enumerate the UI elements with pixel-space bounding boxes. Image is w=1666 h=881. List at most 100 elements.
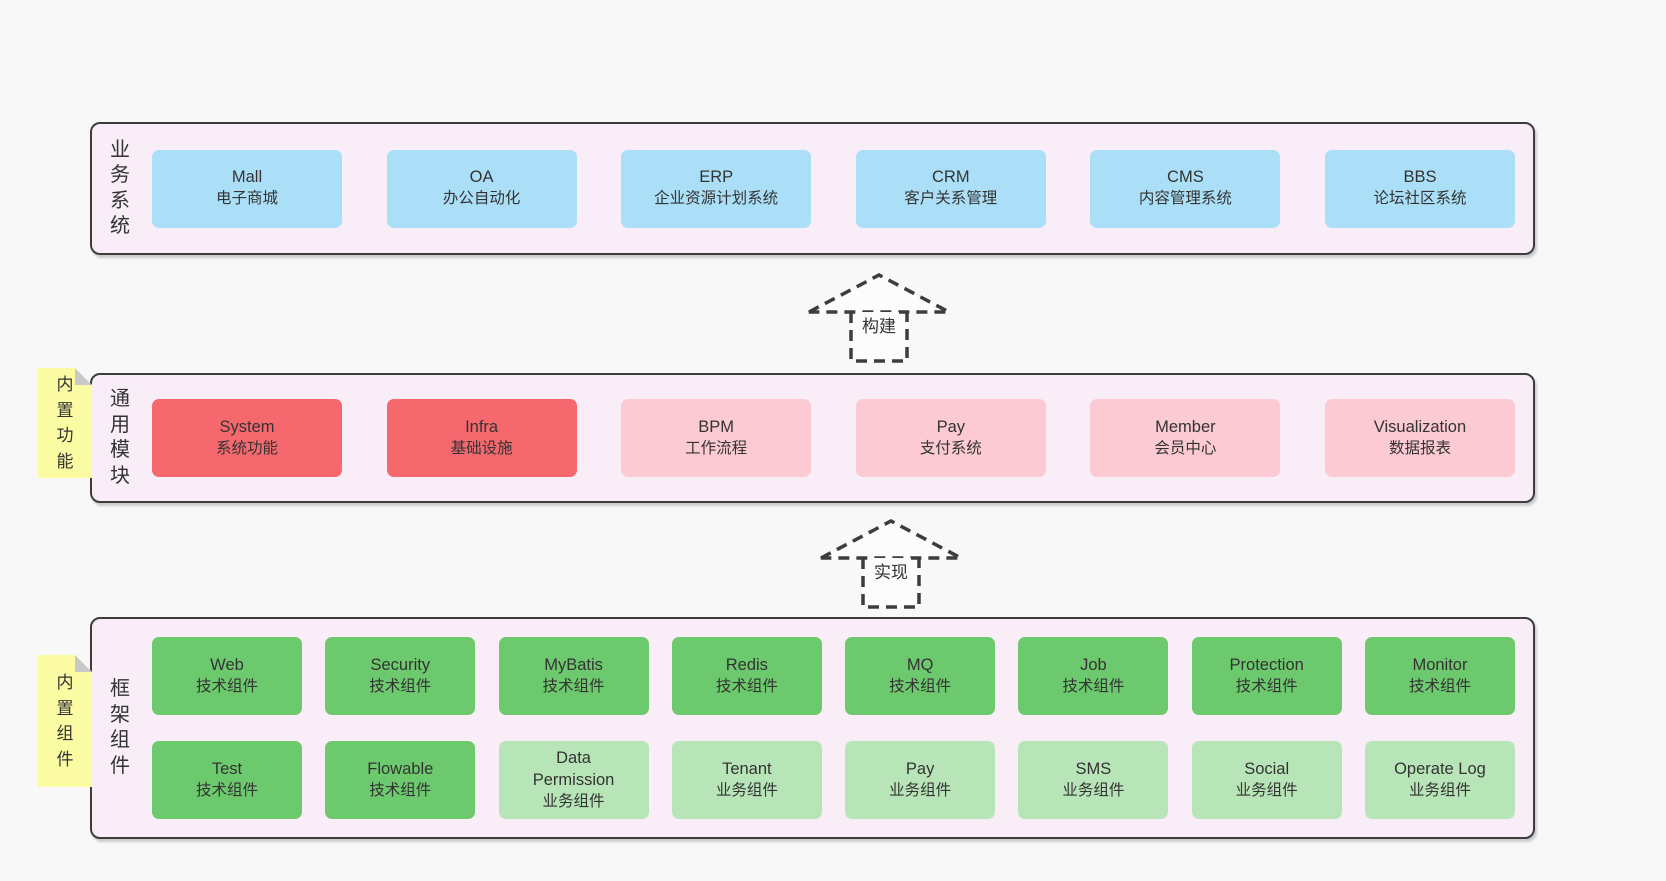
- module-subtitle: 工作流程: [685, 439, 748, 457]
- side-label-business-systems: 业务系统: [110, 138, 130, 238]
- module-box-protection: Protection 技术组件: [1191, 637, 1342, 715]
- module-subtitle: 业务组件: [1235, 781, 1298, 799]
- module-name: Job: [1080, 655, 1107, 674]
- module-subtitle: 技术组件: [369, 677, 432, 695]
- module-name: CMS: [1167, 168, 1204, 187]
- module-subtitle: 业务组件: [889, 781, 952, 799]
- module-box-bpm: BPM 工作流程: [621, 399, 812, 477]
- module-subtitle: 客户关系管理: [904, 190, 998, 208]
- arrow-build-label: 构建: [859, 312, 899, 337]
- side-label-framework-components: 框架组件: [110, 677, 130, 777]
- module-box-bbs: BBS 论坛社区系统: [1324, 149, 1515, 228]
- module-box-member: Member 会员中心: [1090, 399, 1281, 477]
- module-subtitle: 业务组件: [1062, 781, 1125, 799]
- module-box-test: Test 技术组件: [152, 741, 302, 819]
- note-built-in-components-label: 内置组件: [56, 673, 74, 769]
- note-built-in-features: 内置功能: [38, 368, 92, 478]
- module-name: ERP: [699, 168, 734, 187]
- module-name: OA: [469, 168, 494, 187]
- module-box-cms: CMS 内容管理系统: [1090, 149, 1281, 228]
- module-box-operate-log: Operate Log 业务组件: [1364, 741, 1515, 819]
- module-name: Social: [1244, 759, 1290, 778]
- module-name: Tenant: [722, 759, 772, 778]
- note-built-in-features-label: 内置功能: [56, 375, 74, 471]
- arrow-implement-label: 实现: [871, 558, 911, 583]
- module-name: Pay: [936, 417, 965, 436]
- module-name: BBS: [1403, 168, 1437, 187]
- module-subtitle: 技术组件: [1408, 677, 1471, 695]
- module-subtitle: 电子商城: [215, 190, 278, 208]
- module-box-web: Web 技术组件: [152, 637, 302, 715]
- module-subtitle: 系统功能: [215, 439, 278, 457]
- module-subtitle: 技术组件: [195, 781, 258, 799]
- module-name: Redis: [725, 655, 768, 674]
- module-name: Data Permission: [532, 749, 615, 789]
- module-subtitle: 技术组件: [715, 677, 778, 695]
- module-name: Pay: [905, 759, 935, 778]
- module-subtitle: 技术组件: [195, 677, 258, 695]
- module-name: Mall: [231, 168, 263, 187]
- module-name: BPM: [698, 417, 735, 436]
- module-subtitle: 技术组件: [889, 677, 952, 695]
- module-subtitle: 技术组件: [1235, 677, 1298, 695]
- module-box-mq: MQ 技术组件: [845, 637, 996, 715]
- module-subtitle: 业务组件: [542, 792, 605, 810]
- module-name: Monitor: [1412, 655, 1468, 674]
- module-box-system: System 系统功能: [152, 399, 342, 477]
- module-subtitle: 技术组件: [542, 677, 605, 695]
- side-label-common-modules: 通用模块: [110, 387, 130, 487]
- module-box-sms: SMS 业务组件: [1018, 741, 1169, 819]
- module-name: Operate Log: [1394, 759, 1486, 778]
- module-box-monitor: Monitor 技术组件: [1364, 637, 1515, 715]
- module-subtitle: 办公自动化: [442, 190, 521, 208]
- module-name: Visualization: [1373, 417, 1467, 436]
- module-name: Protection: [1229, 655, 1304, 674]
- module-box-crm: CRM 客户关系管理: [855, 149, 1046, 228]
- module-subtitle: 基础设施: [450, 439, 513, 457]
- module-box-data-permission: Data Permission 业务组件: [498, 741, 649, 819]
- module-subtitle: 支付系统: [919, 439, 982, 457]
- module-box-oa: OA 办公自动化: [386, 149, 577, 228]
- module-subtitle: 内容管理系统: [1138, 190, 1232, 208]
- module-box-pay: Pay 支付系统: [855, 399, 1046, 477]
- module-subtitle: 论坛社区系统: [1373, 190, 1467, 208]
- module-box-pay: Pay 业务组件: [845, 741, 996, 819]
- arrow-build: 构建: [806, 272, 952, 365]
- module-name: CRM: [931, 168, 970, 187]
- module-name: Web: [210, 655, 244, 674]
- module-box-mybatis: MyBatis 技术组件: [498, 637, 649, 715]
- module-name: MQ: [906, 655, 934, 674]
- module-name: SMS: [1075, 759, 1112, 778]
- module-subtitle: 会员中心: [1154, 439, 1217, 457]
- module-name: MyBatis: [544, 655, 603, 674]
- module-box-visualization: Visualization 数据报表: [1324, 399, 1515, 477]
- module-box-tenant: Tenant 业务组件: [671, 741, 822, 819]
- module-name: Test: [211, 759, 243, 778]
- module-subtitle: 业务组件: [1408, 781, 1471, 799]
- module-subtitle: 数据报表: [1388, 439, 1451, 457]
- module-subtitle: 业务组件: [715, 781, 778, 799]
- module-name: Member: [1155, 417, 1216, 436]
- arrow-implement: 实现: [818, 518, 964, 611]
- module-subtitle: 技术组件: [369, 781, 432, 799]
- module-box-redis: Redis 技术组件: [671, 637, 822, 715]
- module-name: System: [219, 417, 275, 436]
- module-box-mall: Mall 电子商城: [152, 149, 342, 228]
- module-box-social: Social 业务组件: [1191, 741, 1342, 819]
